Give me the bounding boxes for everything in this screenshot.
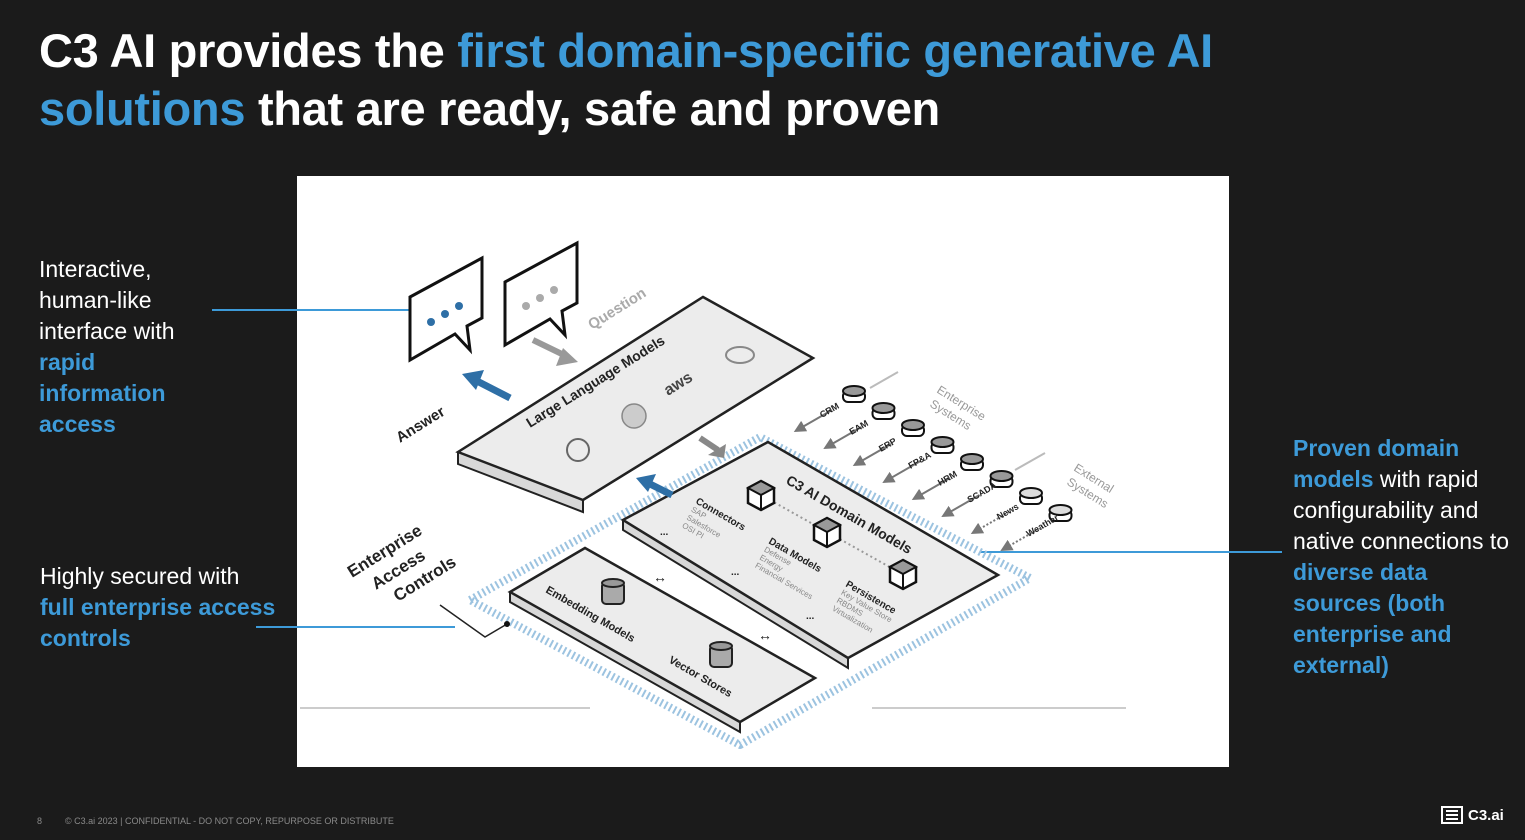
callout-text: with rapid configurability and native co…	[1293, 466, 1510, 554]
source-label: SCADA	[966, 480, 999, 505]
callout-highlight: rapid information access	[39, 349, 166, 437]
source-label: CRM	[818, 401, 841, 420]
bidirectional-arrow-icon: ↔	[758, 627, 772, 643]
title-text: C3 AI provides the	[39, 24, 458, 77]
arrow-icon	[882, 460, 921, 483]
data-source-2: ERP	[852, 419, 925, 466]
callout-highlight: Proven domain models	[1293, 435, 1460, 492]
persistence-item: ...	[806, 611, 815, 622]
source-label: EAM	[848, 418, 870, 437]
database-icon	[871, 402, 896, 414]
database-icon	[709, 641, 733, 668]
source-label: FP&A	[907, 450, 934, 471]
source-label: ERP	[877, 436, 898, 454]
callout-text: Interactive, human-like interface with	[39, 256, 175, 344]
down-arrow-icon	[698, 435, 720, 453]
database-icon	[901, 419, 925, 431]
answer-label: Answer	[393, 403, 448, 446]
database-icon	[1048, 504, 1073, 516]
source-label: News	[995, 501, 1020, 521]
database-icon	[989, 470, 1014, 482]
cube-icon	[745, 479, 777, 512]
answer-chat-bubble-icon	[408, 255, 484, 363]
cube-icon	[887, 558, 919, 591]
question-chat-bubble-icon	[503, 240, 579, 348]
c3-logo-icon	[1441, 806, 1463, 824]
data-source-0: CRM	[793, 385, 866, 432]
cloud-logo	[725, 346, 755, 364]
cube-icon	[811, 516, 843, 549]
source-label: HRM	[936, 469, 959, 488]
arrow-icon	[852, 443, 892, 466]
up-arrow-icon	[646, 479, 674, 499]
connector-item: ...	[660, 527, 669, 538]
title-highlight: first domain-specific generative AI	[457, 24, 1213, 77]
database-icon	[960, 453, 984, 465]
source-label: Weather	[1025, 512, 1061, 539]
title-highlight: solutions	[39, 82, 246, 135]
title-text: that are ready, safe and proven	[245, 82, 940, 135]
domain-models-plane: C3 AI Domain Models Connectors SAP Sales…	[620, 440, 1001, 670]
callout-highlight: full enterprise access controls	[40, 594, 276, 651]
data-source-1: EAM	[823, 402, 896, 449]
page-number: 8	[37, 816, 43, 826]
callout-interface: Interactive, human-like interface with r…	[39, 254, 209, 440]
question-label: Question	[585, 285, 649, 334]
callout-security: Highly secured with full enterprise acce…	[40, 561, 280, 654]
bidirectional-arrow-icon: ↔	[653, 569, 667, 585]
arrow-icon	[823, 426, 862, 449]
arrow-icon	[793, 409, 833, 432]
callout-highlight: diverse data sources (both enterprise an…	[1293, 559, 1452, 678]
huggingface-logo	[621, 403, 647, 429]
arrow-icon	[911, 477, 951, 500]
logo-text: C3.ai	[1468, 806, 1504, 824]
footer-copyright: © C3.ai 2023 | CONFIDENTIAL - DO NOT COP…	[65, 816, 394, 826]
c3ai-logo: C3.ai	[1440, 805, 1504, 825]
openai-logo	[566, 438, 590, 462]
callout-domain: Proven domain models with rapid configur…	[1293, 433, 1513, 681]
question-arrow-icon	[531, 337, 568, 359]
database-icon	[842, 385, 866, 397]
database-icon	[1019, 487, 1043, 499]
answer-arrow-icon	[473, 376, 512, 402]
database-icon	[601, 578, 625, 605]
database-icon	[930, 436, 955, 448]
slide-title: C3 AI provides the first domain-specific…	[39, 22, 1439, 138]
data-model-item: ...	[731, 567, 740, 578]
callout-text: Highly secured with	[40, 563, 240, 589]
arrow-icon	[941, 494, 980, 517]
